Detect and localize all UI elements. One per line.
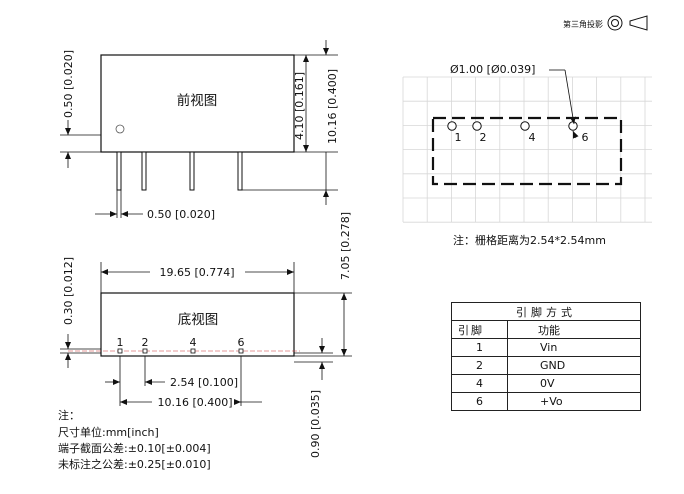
front-left-dim	[60, 120, 101, 168]
front-dim-pin-label: 0.50 [0.020]	[147, 208, 215, 221]
front-dim-h1-label: 4.10 [0.161]	[293, 72, 306, 140]
bottom-dim-depth-label: 0.90 [0.035]	[309, 390, 322, 458]
third-angle-projection-icon	[607, 15, 648, 31]
bottom-span-dim	[119, 356, 262, 406]
projection-label: 第三角投影	[563, 19, 603, 29]
pin-table-title: 引脚方式	[451, 302, 641, 321]
pin-function: GND	[507, 356, 641, 375]
footprint-holes	[447, 121, 578, 131]
table-row: 6 +Vo	[451, 392, 641, 411]
notes-line: 端子截面公差:±0.10[±0.004]	[58, 441, 211, 455]
footprint-pin-label: 2	[480, 131, 487, 144]
bottom-dim-span-label: 10.16 [0.400]	[157, 396, 232, 409]
front-view: 前视图 0.50 [0.020] 4.10 [0.161] 10.16 [0	[60, 40, 339, 221]
table-row: 4 0V	[451, 374, 641, 393]
pin-function: +Vo	[507, 392, 641, 411]
front-view-title: 前视图	[177, 92, 218, 109]
bottom-view-pins	[117, 348, 244, 354]
pin-number: 6	[451, 392, 508, 411]
footprint-pin-label: 1	[455, 131, 462, 144]
pin-table-header: 引脚	[451, 320, 508, 339]
bottom-pitch-dim	[105, 356, 165, 386]
notes-line: 尺寸单位:mm[inch]	[58, 425, 159, 439]
front-view-body	[100, 54, 295, 153]
bottom-right-dim	[294, 292, 352, 357]
bottom-depth-dim	[294, 338, 333, 380]
pin-table: 引脚方式 引脚 功能 1 Vin 2 GND 4 0V 6 +Vo	[451, 302, 641, 411]
bottom-dim-pitch-label: 2.54 [0.100]	[170, 376, 238, 389]
front-right-dims	[242, 40, 338, 205]
table-row: 2 GND	[451, 356, 641, 375]
bottom-pin-label: 1	[117, 336, 124, 349]
pin1-marker	[115, 124, 125, 134]
pcb-footprint: 1 2 4 6 Ø1.00 [Ø0.039] 注：栅格距离为2.54*2.54m…	[402, 63, 652, 247]
front-view-pins	[116, 151, 243, 191]
bottom-view-title: 底视图	[178, 312, 219, 328]
pin-function: Vin	[507, 338, 641, 357]
hole-size-label: Ø1.00 [Ø0.039]	[450, 63, 535, 76]
pin-number: 2	[451, 356, 508, 375]
bottom-left-dim	[60, 334, 101, 368]
bottom-view-body	[100, 292, 295, 357]
notes-title: 注：	[58, 408, 80, 422]
pin-number: 1	[451, 338, 508, 357]
footprint-pin-label: 4	[529, 131, 536, 144]
bottom-pin-label: 4	[190, 336, 197, 349]
grid-note: 注：栅格距离为2.54*2.54mm	[453, 233, 606, 247]
front-pin-width-dim	[95, 190, 143, 218]
bottom-dim-right-label: 7.05 [0.278]	[339, 212, 352, 280]
bottom-dim-left-label: 0.30 [0.012]	[62, 257, 75, 325]
pin-function: 0V	[507, 374, 641, 393]
front-dim-left-label: 0.50 [0.020]	[62, 50, 75, 118]
hole-leader	[549, 69, 579, 139]
footprint-grid	[402, 76, 652, 223]
bottom-dim-len-label: 19.65 [0.774]	[159, 266, 234, 279]
front-dim-h2-label: 10.16 [0.400]	[326, 69, 339, 144]
footprint-outline	[431, 116, 623, 186]
bottom-pin-label: 6	[238, 336, 245, 349]
footprint-pin-label: 6	[582, 131, 589, 144]
bottom-length-dim	[100, 262, 295, 293]
pin-number: 4	[451, 374, 508, 393]
notes-line: 未标注之公差:±0.25[±0.010]	[58, 457, 211, 471]
table-row: 1 Vin	[451, 338, 641, 357]
notes: 注： 尺寸单位:mm[inch] 端子截面公差:±0.10[±0.004] 未标…	[58, 408, 211, 471]
bottom-pin-label: 2	[142, 336, 149, 349]
bottom-view: 底视图 1 2 4 6 19.65 [0.774] 0.30 [0.012]	[60, 212, 352, 458]
pin-table-header: 功能	[507, 320, 641, 339]
